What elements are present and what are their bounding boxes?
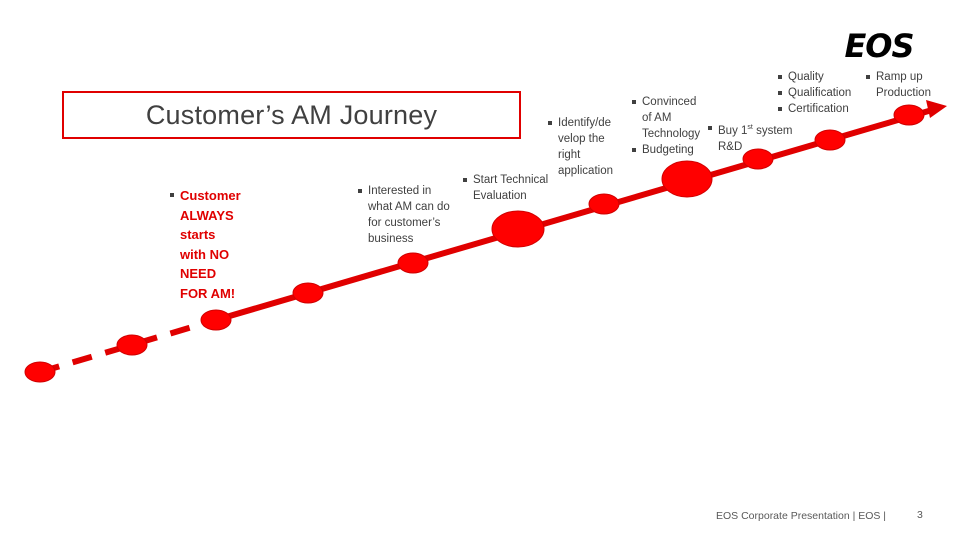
milestone-m2-label: Customer ALWAYS starts with NO NEED FOR … xyxy=(170,186,241,303)
m7-line: Technology xyxy=(642,128,701,140)
eos-logo: EOS xyxy=(834,28,924,64)
footer-text: EOS Corporate Presentation | EOS | xyxy=(716,510,887,522)
m4-line: for customer’s xyxy=(368,217,441,229)
m2-line: ALWAYS xyxy=(180,207,234,223)
m7-line: Convinced xyxy=(642,96,697,108)
m8-line-1: Buy 1st system xyxy=(718,120,793,139)
milestone-m7 xyxy=(661,160,713,198)
milestone-m5-text: Start Technical Evaluation xyxy=(473,172,548,204)
milestone-m4 xyxy=(397,252,429,274)
milestone-m1 xyxy=(116,334,148,356)
solid-path-segment xyxy=(215,107,933,323)
milestone-m5-label: Start Technical Evaluation xyxy=(463,172,548,204)
milestone-m9-item-1: Quality xyxy=(778,69,824,85)
milestone-m8-text: Buy 1st system R&D xyxy=(718,120,793,155)
arrow-head xyxy=(926,100,947,118)
milestone-m4-text: Interested in what AM can do for custome… xyxy=(368,183,450,247)
m9-line: Certification xyxy=(788,103,849,115)
m6-line: velop the xyxy=(558,133,605,145)
milestone-m9-item-3: Certification xyxy=(778,101,849,117)
m6-line: Identify/de xyxy=(558,117,612,129)
milestone-m7-item-2: Budgeting xyxy=(632,142,694,158)
milestone-m3 xyxy=(292,282,324,304)
m9-line: Qualification xyxy=(788,87,852,99)
milestone-start xyxy=(24,361,56,383)
bullet-square-icon xyxy=(708,126,712,130)
bullet-square-icon xyxy=(866,75,870,79)
bullet-square-icon xyxy=(632,148,636,152)
m8-line-1-start: Buy 1 xyxy=(718,124,748,137)
bullet-square-icon xyxy=(778,75,782,79)
m6-line: right xyxy=(558,149,581,161)
page-title: Customer’s AM Journey xyxy=(145,99,438,130)
milestone-m10 xyxy=(893,104,925,126)
milestone-m7-text-1: Convinced of AM Technology xyxy=(642,94,700,142)
page-number: 3 xyxy=(917,509,923,521)
m2-line: Customer xyxy=(180,188,241,203)
milestone-m10-text: Ramp up Production xyxy=(876,69,931,101)
m5-line: Evaluation xyxy=(473,190,527,202)
bullet-square-icon xyxy=(778,107,782,111)
milestone-m5 xyxy=(491,210,545,248)
milestone-m6-text: Identify/de velop the right application xyxy=(558,115,613,179)
title-box: Customer’s AM Journey xyxy=(62,91,521,139)
eos-logo-mark: EOS xyxy=(844,28,914,64)
milestone-m9-item-2: Qualification xyxy=(778,85,851,101)
m8-line-1-end: system xyxy=(752,124,793,137)
m9-line: Quality xyxy=(788,71,824,83)
milestone-m8-label: Buy 1st system R&D xyxy=(708,120,793,155)
m7-line: of AM xyxy=(642,112,672,124)
milestone-m7-text-2: Budgeting xyxy=(642,142,694,158)
m10-line: Ramp up xyxy=(876,71,923,83)
milestone-m2 xyxy=(200,309,232,331)
bullet-square-icon xyxy=(463,178,467,182)
m2-line: NEED xyxy=(180,266,217,281)
m4-line: what AM can do xyxy=(368,201,450,213)
milestone-m8 xyxy=(742,148,774,170)
m4-line: Interested in xyxy=(368,185,432,197)
m6-line: application xyxy=(558,165,613,177)
svg-text:EOS: EOS xyxy=(844,28,913,64)
m8-superscript: st xyxy=(747,124,753,131)
milestone-m7-item-1: Convinced of AM Technology xyxy=(632,94,700,142)
m8-line: R&D xyxy=(718,140,743,153)
bullet-square-icon xyxy=(170,193,174,197)
m10-line: Production xyxy=(876,87,931,99)
milestone-m4-label: Interested in what AM can do for custome… xyxy=(358,183,450,247)
m4-line: business xyxy=(368,233,414,245)
milestone-m9 xyxy=(814,129,846,151)
dashed-path-segment xyxy=(39,317,217,375)
m5-line: Start Technical xyxy=(473,174,549,186)
m7-line: Budgeting xyxy=(642,144,694,156)
milestone-m10-label: Ramp up Production xyxy=(866,69,931,101)
milestone-m6 xyxy=(588,193,620,215)
bullet-square-icon xyxy=(632,100,636,104)
bullet-square-icon xyxy=(778,91,782,95)
m2-line: FOR AM! xyxy=(180,285,236,301)
m2-line: with NO xyxy=(180,246,230,262)
milestone-m2-text: Customer ALWAYS starts with NO NEED FOR … xyxy=(180,186,241,303)
bullet-square-icon xyxy=(548,121,552,125)
milestone-m6-label: Identify/de velop the right application xyxy=(548,115,613,179)
m2-line: starts xyxy=(180,227,216,242)
bullet-square-icon xyxy=(358,189,362,193)
